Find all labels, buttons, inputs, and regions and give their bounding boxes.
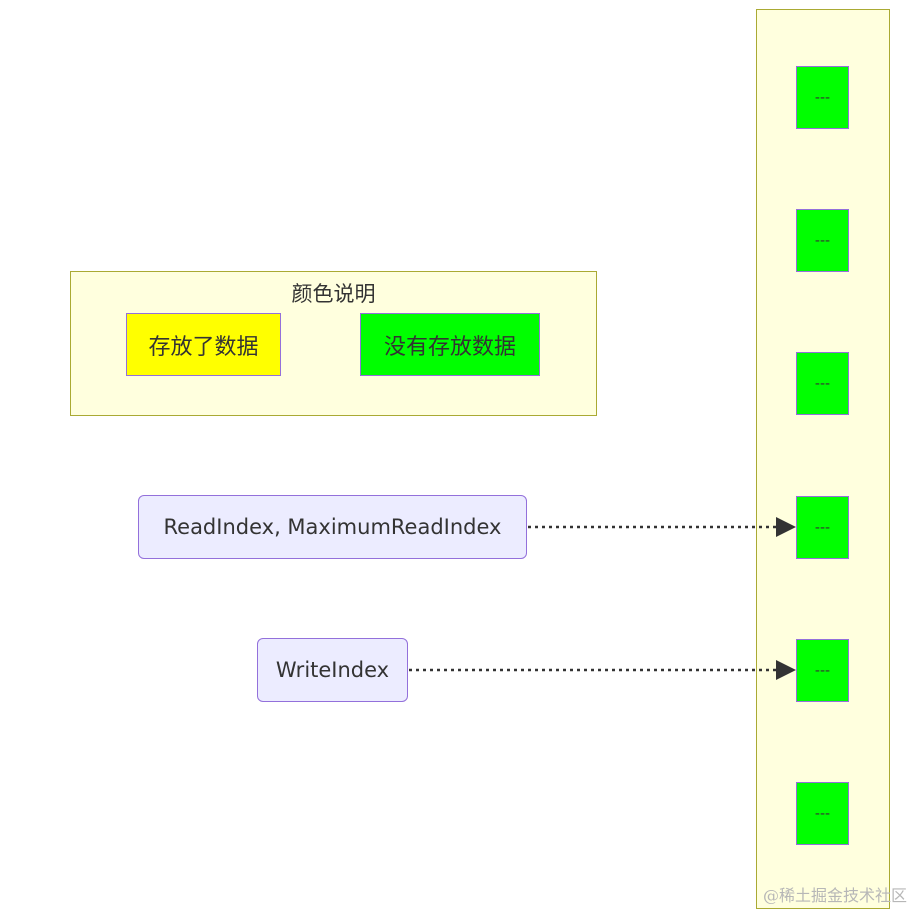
read-index-node: ReadIndex, MaximumReadIndex bbox=[138, 495, 527, 559]
legend-empty-node: 没有存放数据 bbox=[360, 313, 540, 376]
queue-cell: --- bbox=[796, 209, 849, 272]
queue-cell: --- bbox=[796, 66, 849, 129]
watermark: @稀土掘金技术社区 bbox=[762, 886, 907, 905]
queue-cluster bbox=[756, 9, 890, 909]
write-index-node: WriteIndex bbox=[257, 638, 408, 702]
legend-title: 颜色说明 bbox=[291, 282, 376, 306]
queue-cell: --- bbox=[796, 352, 849, 415]
queue-cell: --- bbox=[796, 639, 849, 702]
queue-cell: --- bbox=[796, 496, 849, 559]
legend-stored-node: 存放了数据 bbox=[126, 313, 281, 376]
queue-cell: --- bbox=[796, 782, 849, 845]
